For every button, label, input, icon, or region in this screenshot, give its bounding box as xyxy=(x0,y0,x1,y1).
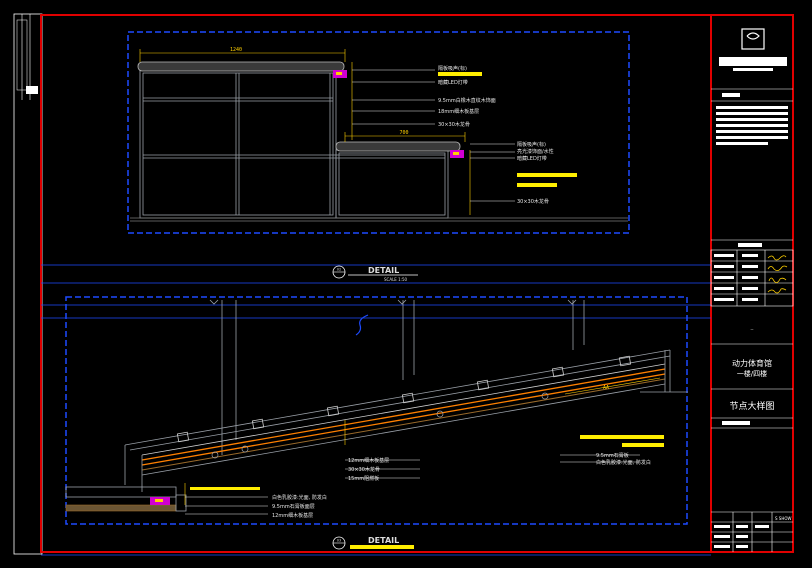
label-highlight-bar xyxy=(350,545,414,549)
detail-top-number: 02 xyxy=(337,268,341,272)
dim-width-total: 1240 xyxy=(230,47,242,53)
label-highlight-bar xyxy=(517,183,557,187)
bottom-label-mid-3: 15mm阻燃板 xyxy=(348,475,379,482)
sheet-code: S SHOW xyxy=(775,516,792,521)
top-dimensions xyxy=(139,49,471,215)
lower-cushion xyxy=(335,141,464,158)
bottom-label-right-1: 9.5mm石膏板 xyxy=(596,452,629,459)
detail-bottom-title: DETAIL xyxy=(368,536,399,545)
signature-row-labels xyxy=(714,254,758,301)
label-highlight-bar xyxy=(517,173,577,177)
detail-bottom-tag: 03 DETAIL xyxy=(332,536,414,550)
notes-text-block xyxy=(716,106,788,145)
title-dash: -- xyxy=(751,327,754,332)
label-bottom: 30×30木龙骨 xyxy=(517,198,549,205)
bottom-label-2: 9.5mm石膏板面层 xyxy=(272,503,315,510)
label-highlight-bar xyxy=(580,435,664,439)
floor-label: 一楼/四楼 xyxy=(737,369,767,378)
label-top-group-2: 暗藏LED灯带 xyxy=(438,79,468,86)
detail-separators xyxy=(41,264,711,556)
sheet-info-cells xyxy=(714,525,769,548)
top-leaders xyxy=(352,69,515,202)
break-line xyxy=(355,314,369,336)
label-mid-1: 9.5mm白橡木直纹木饰面 xyxy=(438,97,496,104)
sloped-structure xyxy=(124,349,688,492)
bottom-label-1: 白色乳胶漆:光面, 防发白 xyxy=(272,494,327,501)
label-lower-2: 亮光漆饰面/水性 xyxy=(517,148,554,155)
handwritten-signatures xyxy=(767,255,788,294)
bottom-leaders xyxy=(185,454,640,515)
label-top-group-1: 隔板吸声(标) xyxy=(438,65,467,72)
title-block: -- 动力体育馆 一楼/四楼 节点大样图 S SHOW xyxy=(710,28,794,552)
ceiling-hangers xyxy=(209,299,585,455)
label-highlight-bar xyxy=(622,443,664,447)
label-lower-3: 暗藏LED灯带 xyxy=(517,155,547,162)
detail-top-scale: SCALE 1:50 xyxy=(384,277,408,282)
slope-joints xyxy=(211,392,549,459)
drawing-title: 节点大样图 xyxy=(729,400,774,412)
label-highlight-bar xyxy=(438,72,482,76)
slope-brackets xyxy=(176,355,632,443)
project-name: 动力体育馆 xyxy=(732,358,772,368)
detail-bottom-border xyxy=(65,296,688,525)
detail-bottom-number: 03 xyxy=(337,539,341,543)
timber-frame xyxy=(130,69,628,222)
detail-top-title: DETAIL xyxy=(368,266,399,275)
dim-width-step: 700 xyxy=(399,130,408,136)
detail-top-view: 1240 700 隔板吸声(标) 暗藏LED灯带 9.5mm白橡木直纹木饰面 1… xyxy=(127,31,630,282)
label-highlight-bar xyxy=(190,487,260,490)
floor-step xyxy=(65,486,187,512)
bottom-label-3: 12mm细木板基层 xyxy=(272,512,313,519)
bottom-label-mid-1: 12mm细木板基层 xyxy=(348,457,389,464)
signature-table xyxy=(710,239,794,307)
sheet-info-grid xyxy=(711,511,793,552)
dim-slope-len: AA xyxy=(603,385,609,391)
bottom-label-right-2: 白色乳胶漆:光面, 防发白 xyxy=(596,459,651,466)
label-mid-2: 18mm细木板基层 xyxy=(438,108,479,115)
detail-bottom-view: AA 12mm细木板基层 30×30木龙骨 15mm阻燃板 白色乳胶漆:光面, … xyxy=(65,296,688,550)
detail-top-tag: 02 DETAIL SCALE 1:50 xyxy=(332,265,418,282)
label-lower-1: 隔板吸声(标) xyxy=(517,141,546,148)
bottom-dimensions xyxy=(184,377,661,505)
company-logo xyxy=(719,28,787,71)
bottom-label-mid-2: 30×30木龙骨 xyxy=(348,466,380,473)
text-block xyxy=(722,93,740,97)
label-mid-3: 30×30木龙骨 xyxy=(438,121,470,128)
upper-cushion xyxy=(137,61,347,78)
